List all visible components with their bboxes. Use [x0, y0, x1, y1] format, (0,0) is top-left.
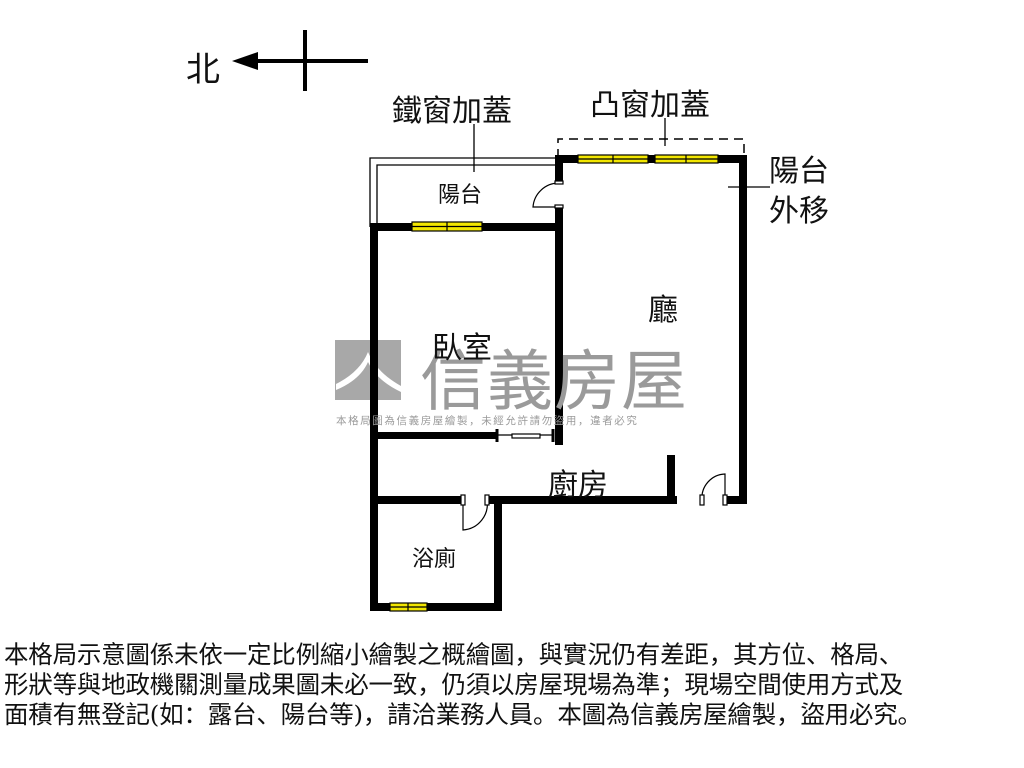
- disclaimer: 本格局示意圖係未依一定比例縮小繪製之概繪圖，與實況仍有差距，其方位、格局、 形狀…: [4, 640, 1024, 730]
- balcony-moved-annotation-line1: 陽台: [769, 154, 829, 189]
- disclaimer-line-1: 本格局示意圖係未依一定比例縮小繪製之概繪圖，與實況仍有差距，其方位、格局、: [4, 640, 904, 669]
- watermark-brand: 信義房屋: [420, 343, 688, 420]
- kitchen-door-icon: [699, 473, 728, 506]
- north-label: 北: [186, 50, 220, 90]
- bay-window-dashed-outline: [557, 138, 745, 158]
- room-label-bathroom: 浴廁: [412, 547, 457, 572]
- balcony-moved-annotation-line2: 外移: [769, 194, 829, 229]
- floor-plan: [232, 30, 770, 612]
- windows: [389, 154, 719, 612]
- iron-window-annotation: 鐵窗加蓋: [392, 94, 512, 129]
- room-label-bedroom: 臥室: [432, 331, 492, 366]
- balcony-iron-window-outline: [369, 157, 557, 227]
- room-label-kitchen: 廚房: [548, 468, 608, 503]
- watermark-notice: 本格局圖為信義房屋繪製，未經允許請勿盜用，違者必究: [336, 415, 639, 427]
- disclaimer-line-2: 形狀等與地政機關測量成果圖未必一致，仍須以房屋現場為準；現場空間使用方式及: [4, 670, 904, 699]
- bay-window-annotation: 凸窗加蓋: [590, 88, 710, 123]
- north-arrow-icon: [232, 30, 368, 91]
- bathroom-door-icon: [460, 494, 490, 531]
- disclaimer-line-3: 面積有無登記(如：露台、陽台等)，請洽業務人員。本圖為信義房屋繪製，盜用必究。: [4, 700, 922, 729]
- room-label-balcony: 陽台: [438, 183, 483, 208]
- balcony-door-icon: [532, 180, 564, 209]
- room-label-living-room: 廳: [648, 293, 678, 328]
- watermark-logo-icon: [335, 340, 401, 400]
- bedroom-sliding-door-icon: [495, 429, 555, 442]
